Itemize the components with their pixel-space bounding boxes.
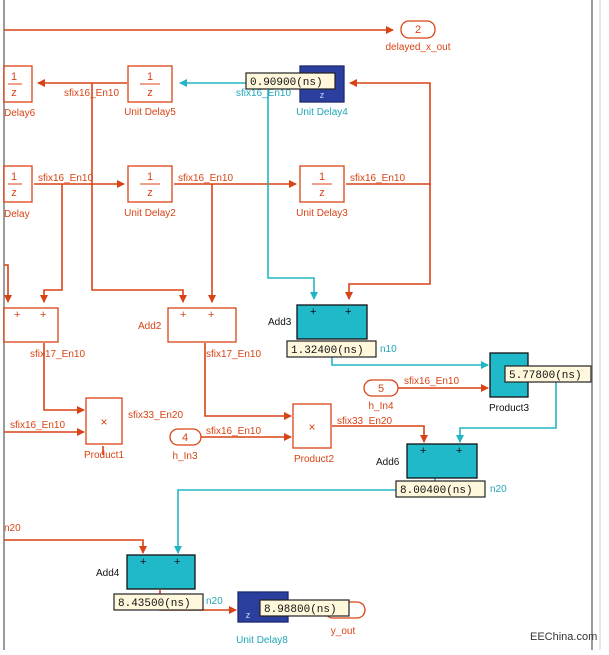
inport-4[interactable]: 4 h_In3 <box>169 428 202 462</box>
svg-text:z: z <box>246 610 251 620</box>
product3-label: Product3 <box>489 403 529 414</box>
svg-text:z: z <box>319 187 325 199</box>
unit-delay6-block[interactable]: 1 z Delay6 <box>3 65 36 119</box>
timing-value: 8.98800(ns) <box>264 604 337 616</box>
svg-text:1: 1 <box>11 171 17 183</box>
unit-delay-label: Delay <box>4 209 30 220</box>
svg-text:z: z <box>320 90 325 100</box>
timing-value: 5.77800(ns) <box>509 370 582 382</box>
product3-block[interactable]: Product3 <box>489 352 529 414</box>
signal-label: sfix17_En10 <box>30 349 85 360</box>
unit-delay4-label: Unit Delay4 <box>296 107 348 118</box>
add4-block[interactable]: + + Add4 <box>96 554 196 590</box>
svg-text:+: + <box>14 309 20 321</box>
signal-label: sfix16_En10 <box>206 426 261 437</box>
timing-value: 8.43500(ns) <box>118 598 191 610</box>
add2-block[interactable]: + + Add2 <box>138 307 237 343</box>
product2-block[interactable]: × Product2 <box>292 403 334 465</box>
signal-label: n20 <box>490 484 507 495</box>
signal-label: n20 <box>4 523 21 534</box>
svg-text:z: z <box>147 87 153 99</box>
svg-text:z: z <box>147 187 153 199</box>
svg-text:1: 1 <box>147 171 153 183</box>
outport-2[interactable]: 2 delayed_x_out <box>385 20 451 53</box>
inport-5-number: 5 <box>378 383 384 395</box>
signal-label: sfix16_En10 <box>178 173 233 184</box>
timing-product3: 5.77800(ns) <box>504 365 592 383</box>
signal-label: sfix33_En20 <box>337 416 392 427</box>
timing-add3: 1.32400(ns) <box>286 340 377 358</box>
svg-text:×: × <box>308 420 315 434</box>
timing-value: 0.90900(ns) <box>250 77 323 89</box>
signal-label: n10 <box>380 344 397 355</box>
signal-label: sfix16_En10 <box>404 376 459 387</box>
signal-label: sfix16_En10 <box>38 173 93 184</box>
outport-2-number: 2 <box>415 24 421 36</box>
unit-delay2-label: Unit Delay2 <box>124 208 176 219</box>
timing-value: 8.00400(ns) <box>400 485 473 497</box>
svg-text:1: 1 <box>147 71 153 83</box>
timing-add6: 8.00400(ns) <box>395 480 486 498</box>
left-add-block[interactable]: + + <box>3 307 59 343</box>
product1-label: Product1 <box>84 450 124 461</box>
add6-label: Add6 <box>376 457 400 468</box>
svg-text:×: × <box>100 415 107 429</box>
signal-label: sfix16_En10 <box>350 173 405 184</box>
signal-label: sfix16_En10 <box>236 88 291 99</box>
svg-text:z: z <box>11 187 17 199</box>
add4-label: Add4 <box>96 568 120 579</box>
unit-delay3-block[interactable]: 1 z Unit Delay3 <box>296 165 348 219</box>
inport-4-label: h_In3 <box>172 451 197 462</box>
y-out-label: y_out <box>331 626 356 637</box>
outport-2-label: delayed_x_out <box>385 42 450 53</box>
signal-label: sfix17_En10 <box>206 349 261 360</box>
add3-block[interactable]: + + Add3 <box>268 304 368 340</box>
add3-label: Add3 <box>268 317 292 328</box>
timing-add4: 8.43500(ns) <box>113 593 204 611</box>
timing-delay4: 0.90900(ns) <box>245 72 336 90</box>
svg-text:+: + <box>174 556 180 568</box>
signal-label: sfix16_En10 <box>10 420 65 431</box>
svg-text:1: 1 <box>11 71 17 83</box>
product1-block[interactable]: × Product1 <box>84 397 124 461</box>
svg-text:+: + <box>180 309 186 321</box>
signal-label: n20 <box>206 596 223 607</box>
svg-text:+: + <box>208 309 214 321</box>
unit-delay2-block[interactable]: 1 z Unit Delay2 <box>124 165 176 219</box>
svg-text:+: + <box>456 445 462 457</box>
watermark-text: EEChina.com <box>530 631 597 643</box>
unit-delay3-label: Unit Delay3 <box>296 208 348 219</box>
product2-label: Product2 <box>294 454 334 465</box>
svg-text:+: + <box>40 309 46 321</box>
svg-text:+: + <box>420 445 426 457</box>
signal-label: sfix16_En10 <box>64 88 119 99</box>
svg-text:z: z <box>11 87 17 99</box>
inport-5[interactable]: 5 h_In4 <box>363 379 399 412</box>
add2-label: Add2 <box>138 321 162 332</box>
add6-block[interactable]: + + Add6 <box>376 443 478 479</box>
unit-delay6-label: Delay6 <box>4 108 36 119</box>
timing-delay8: 8.98800(ns) <box>259 599 350 617</box>
inport-4-number: 4 <box>182 432 188 444</box>
svg-text:1: 1 <box>319 171 325 183</box>
signal-label: sfix33_En20 <box>128 410 183 421</box>
svg-text:+: + <box>310 306 316 318</box>
signal-labels: sfix16_En10 sfix16_En10 sfix16_En10 sfix… <box>4 88 507 607</box>
unit-delay5-label: Unit Delay5 <box>124 107 176 118</box>
timing-value: 1.32400(ns) <box>291 345 364 357</box>
svg-text:+: + <box>140 556 146 568</box>
inport-5-label: h_In4 <box>368 401 393 412</box>
svg-text:+: + <box>345 306 351 318</box>
unit-delay5-block[interactable]: 1 z Unit Delay5 <box>124 65 176 118</box>
unit-delay-block[interactable]: 1 z Delay <box>3 165 33 220</box>
unit-delay8-label: Unit Delay8 <box>236 635 288 646</box>
